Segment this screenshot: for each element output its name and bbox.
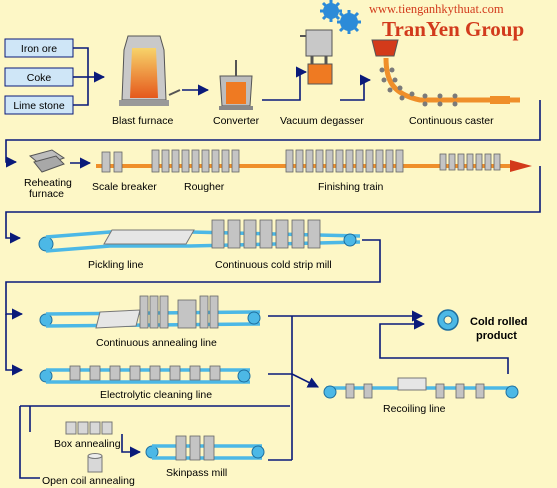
label-pickling-line: Pickling line bbox=[88, 259, 144, 271]
label-blast-furnace: Blast furnace bbox=[112, 115, 173, 127]
site-url[interactable]: www.tienganhkythuat.com bbox=[369, 2, 504, 16]
flow-inputs-to-furnace bbox=[73, 47, 106, 106]
label-cleaning-line: Electrolytic cleaning line bbox=[100, 389, 212, 401]
company-logo-gears bbox=[320, 0, 361, 34]
label-vacuum-degasser: Vacuum degasser bbox=[280, 115, 364, 127]
gear-icon bbox=[337, 10, 361, 34]
flow-branch-lines bbox=[5, 239, 381, 376]
label-converter: Converter bbox=[213, 115, 260, 127]
flow-arrow bbox=[510, 160, 532, 172]
vacuum-degasser-illustration bbox=[300, 29, 333, 85]
gear-icon bbox=[320, 0, 342, 22]
label-reheating-furnace-line1: Reheating bbox=[24, 177, 72, 189]
hot-strip-mill-illustration bbox=[96, 149, 515, 173]
input-lime-stone: Lime stone bbox=[4, 95, 74, 115]
open-coil-annealing-illustration bbox=[87, 453, 103, 473]
brand-name: TranYen Group bbox=[382, 17, 524, 41]
recoiling-line-illustration bbox=[323, 377, 519, 399]
label-annealing-line: Continuous annealing line bbox=[96, 337, 217, 349]
label-cold-strip-mill: Continuous cold strip mill bbox=[215, 259, 332, 271]
skinpass-mill-illustration bbox=[145, 435, 265, 461]
converter-illustration bbox=[219, 60, 253, 110]
svg-text:Lime stone: Lime stone bbox=[13, 100, 65, 112]
svg-text:Iron ore: Iron ore bbox=[21, 43, 57, 55]
label-open-coil-annealing: Open coil annealing bbox=[42, 475, 135, 487]
blast-furnace-illustration bbox=[119, 35, 181, 106]
label-product-line2: product bbox=[476, 330, 517, 342]
reheating-furnace-illustration bbox=[28, 149, 66, 173]
svg-text:Coke: Coke bbox=[27, 72, 52, 84]
label-recoiling-line: Recoiling line bbox=[383, 403, 446, 415]
pickling-cold-mill-illustration bbox=[38, 219, 361, 253]
label-box-annealing: Box annealing bbox=[54, 438, 121, 450]
label-product-line1: Cold rolled bbox=[470, 316, 527, 328]
box-annealing-illustration bbox=[65, 421, 113, 435]
cold-rolled-coil-icon bbox=[437, 309, 459, 331]
label-rougher: Rougher bbox=[184, 181, 225, 193]
input-iron-ore: Iron ore bbox=[4, 38, 74, 58]
continuous-caster-illustration bbox=[371, 39, 520, 107]
label-skinpass-mill: Skinpass mill bbox=[166, 467, 227, 479]
label-finishing-train: Finishing train bbox=[318, 181, 384, 193]
flow-routing-lines bbox=[19, 310, 509, 479]
flow-arrow bbox=[262, 66, 308, 101]
label-reheating-furnace-line2: furnace bbox=[29, 188, 64, 200]
label-scale-breaker: Scale breaker bbox=[92, 181, 157, 193]
continuous-annealing-illustration bbox=[39, 295, 261, 329]
flow-arrow bbox=[5, 100, 541, 168]
input-coke: Coke bbox=[4, 67, 74, 87]
flow-arrow bbox=[5, 166, 541, 244]
label-continuous-caster: Continuous caster bbox=[409, 115, 494, 127]
flow-arrow bbox=[340, 74, 372, 101]
electrolytic-cleaning-illustration bbox=[39, 365, 251, 384]
